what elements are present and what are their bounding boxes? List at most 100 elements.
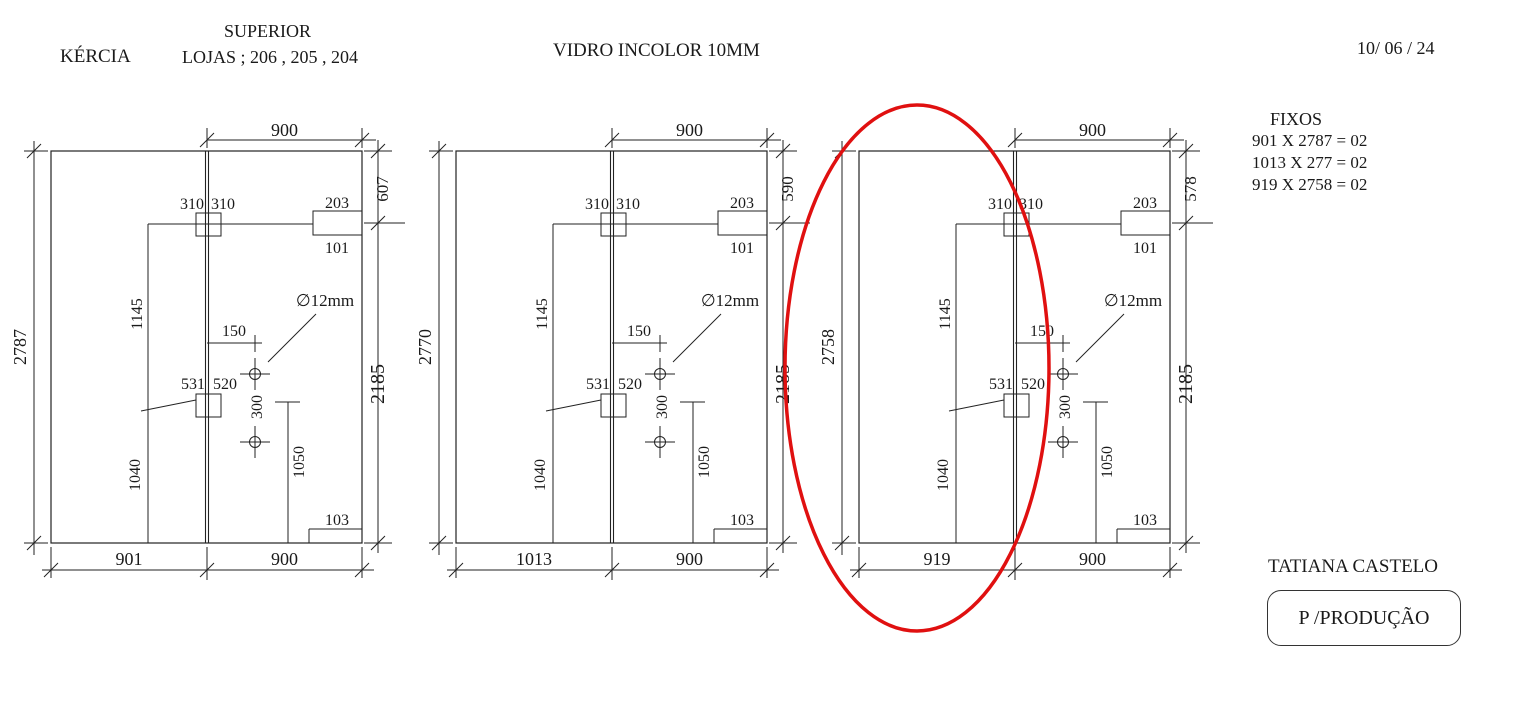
dimension-tick <box>431 535 447 551</box>
total-height-label: 2758 <box>818 329 838 365</box>
right-height-label: 2185 <box>772 364 794 404</box>
top-width-label: 900 <box>1079 120 1106 140</box>
hole-leader <box>1075 313 1125 363</box>
lower-lock-block <box>600 393 627 418</box>
handle-height-label: 1050 <box>1099 446 1116 478</box>
handle-height-label: 1050 <box>291 446 308 478</box>
lower-lock-right-label: 520 <box>1021 376 1045 393</box>
dimension-tick <box>370 535 386 551</box>
bottom-left-label: 901 <box>116 549 143 569</box>
lower-height-label: 1040 <box>935 459 952 491</box>
dimension-tick <box>448 562 464 578</box>
total-height-label: 2770 <box>415 329 435 365</box>
dimension-tick <box>26 143 42 159</box>
lower-lock-block <box>195 393 222 418</box>
dimension-tick <box>1178 143 1194 159</box>
hole-diameter-label: ∅12mm <box>1104 291 1162 310</box>
lower-lock-right-label: 520 <box>618 376 642 393</box>
hole-leader <box>267 313 317 363</box>
handle-bottom-label: 101 <box>730 240 754 257</box>
dimension-tick <box>604 562 620 578</box>
bottom-left-label: 1013 <box>516 549 552 569</box>
top-width-label: 900 <box>271 120 298 140</box>
handle-top-label: 203 <box>730 195 754 212</box>
dimension-tick <box>43 562 59 578</box>
production-stamp: P /PRODUÇÃO <box>1267 590 1461 646</box>
handle-bottom-label: 101 <box>1133 240 1157 257</box>
hole-diameter-label: ∅12mm <box>296 291 354 310</box>
lower-lock-block <box>1003 393 1030 418</box>
top-right-height-label: 607 <box>373 176 392 202</box>
signature: TATIANA CASTELO <box>1268 556 1438 577</box>
dimension-tick <box>834 535 850 551</box>
leader-line <box>948 399 1005 412</box>
dimension-tick <box>1162 562 1178 578</box>
dimension-tick <box>26 535 42 551</box>
dimension-tick <box>1178 535 1194 551</box>
dimension-tick <box>354 562 370 578</box>
highlight-ellipse <box>783 103 1051 633</box>
handle-bottom-label: 101 <box>325 240 349 257</box>
hole-spacing-label: 300 <box>1057 395 1074 419</box>
dimension-tick <box>775 215 791 231</box>
hole-leader <box>672 313 722 363</box>
bottom-left-label: 919 <box>924 549 951 569</box>
offset-label: 150 <box>627 323 651 340</box>
dimension-tick <box>775 143 791 159</box>
stamp-label: P /PRODUÇÃO <box>1298 606 1430 629</box>
fixos-list: FIXOS 901 X 2787 = 02 1013 X 277 = 02 91… <box>1252 108 1367 196</box>
dimension-tick <box>851 562 867 578</box>
dimension-tick <box>370 143 386 159</box>
dimension-tick <box>1178 215 1194 231</box>
hole-spacing-label: 300 <box>654 395 671 419</box>
level-label: SUPERIOR <box>224 21 312 41</box>
upper-lock-left-label: 310 <box>180 196 204 213</box>
upper-lock-left-label: 310 <box>585 196 609 213</box>
dimension-tick <box>199 562 215 578</box>
bottom-right-label: 900 <box>1079 549 1106 569</box>
client-name: KÉRCIA <box>60 46 131 67</box>
handle-box <box>1120 210 1171 236</box>
top-right-height-label: 590 <box>778 176 797 202</box>
lower-lock-left-label: 531 <box>181 376 205 393</box>
lower-lock-right-label: 520 <box>213 376 237 393</box>
upper-height-label: 1145 <box>129 298 146 329</box>
right-height-label: 2185 <box>1175 364 1197 404</box>
fixos-item: 901 X 2787 = 02 <box>1252 131 1368 150</box>
top-width-label: 900 <box>676 120 703 140</box>
date-label: 10/ 06 / 24 <box>1357 38 1435 58</box>
lower-lock-left-label: 531 <box>586 376 610 393</box>
fixos-item: 1013 X 277 = 02 <box>1252 153 1368 172</box>
dimension-tick <box>370 215 386 231</box>
dimension-tick <box>431 143 447 159</box>
stores-label: LOJAS ; 206 , 205 , 204 <box>182 47 359 67</box>
total-height-label: 2787 <box>10 329 30 365</box>
panel-frame <box>455 150 768 544</box>
offset-label: 150 <box>1030 323 1054 340</box>
bottom-notch-label: 103 <box>325 512 349 529</box>
offset-label: 150 <box>222 323 246 340</box>
upper-lock-right-label: 310 <box>616 196 640 213</box>
handle-box <box>717 210 768 236</box>
dimension-tick <box>775 535 791 551</box>
handle-box <box>312 210 363 236</box>
bottom-notch-label: 103 <box>1133 512 1157 529</box>
handle-top-label: 203 <box>1133 195 1157 212</box>
handle-height-label: 1050 <box>696 446 713 478</box>
top-right-height-label: 578 <box>1181 176 1200 202</box>
upper-lock-right-label: 310 <box>211 196 235 213</box>
panel-frame <box>858 150 1171 544</box>
leader-line <box>545 399 602 412</box>
bottom-right-label: 900 <box>271 549 298 569</box>
handle-top-label: 203 <box>325 195 349 212</box>
fixos-title: FIXOS <box>1270 109 1323 129</box>
lower-height-label: 1040 <box>127 459 144 491</box>
leader-line <box>140 399 197 412</box>
lower-lock-left-label: 531 <box>989 376 1013 393</box>
upper-lock-left-label: 310 <box>988 196 1012 213</box>
upper-lock-right-label: 310 <box>1019 196 1043 213</box>
lower-height-label: 1040 <box>532 459 549 491</box>
dimension-tick <box>1007 562 1023 578</box>
bottom-right-label: 900 <box>676 549 703 569</box>
